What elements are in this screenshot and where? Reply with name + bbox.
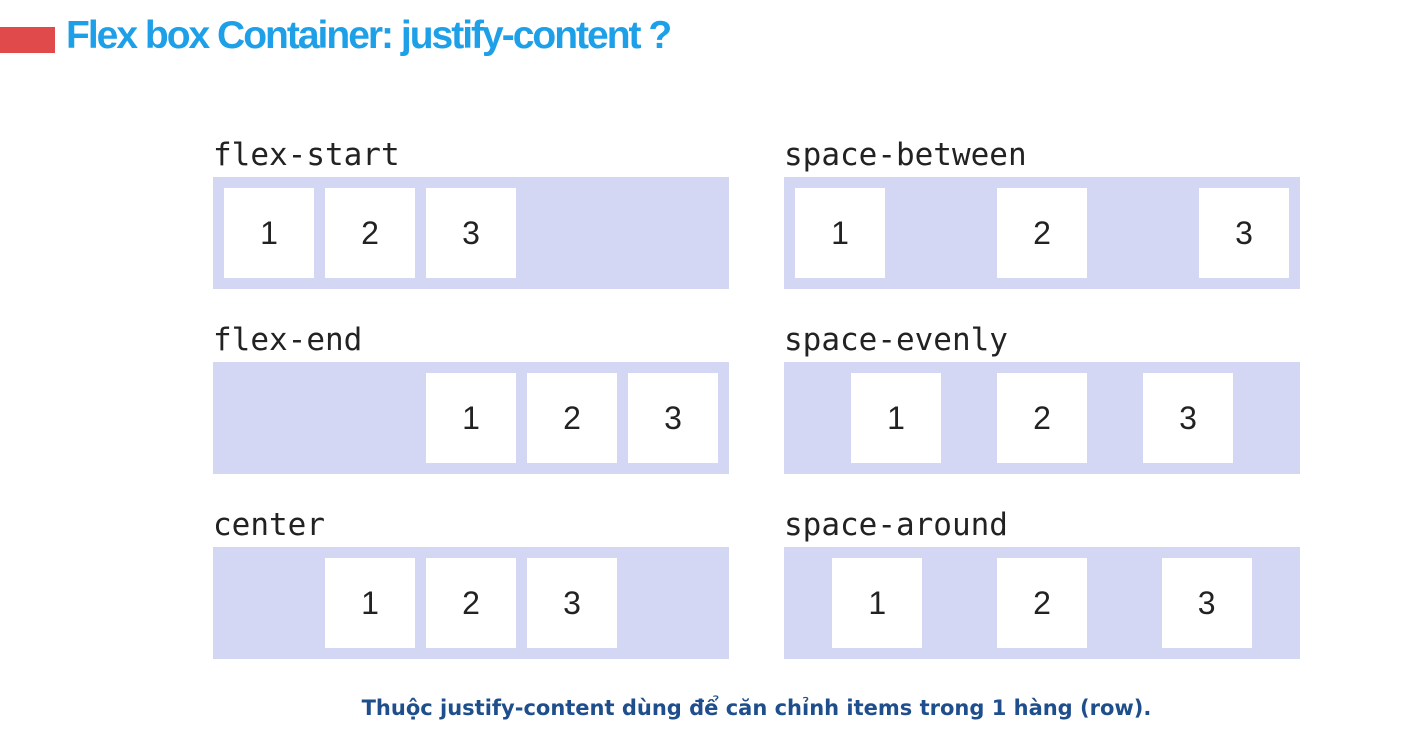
flex-item: 1: [224, 188, 314, 278]
flex-container: 1 2 3: [213, 177, 729, 289]
demo-space-around: space-around 1 2 3: [784, 505, 1300, 659]
title-accent-bar: [0, 27, 55, 53]
flex-item: 3: [426, 188, 516, 278]
demo-space-between: space-between 1 2 3: [784, 135, 1300, 289]
flex-item: 3: [1143, 373, 1233, 463]
flex-item: 2: [426, 558, 516, 648]
flex-item: 1: [325, 558, 415, 648]
caption: Thuộc justify-content dùng để căn chỉnh …: [361, 696, 1152, 720]
flex-item: 2: [997, 373, 1087, 463]
demo-flex-end: flex-end 1 2 3: [213, 320, 729, 474]
flex-item: 2: [997, 188, 1087, 278]
flex-container: 1 2 3: [784, 547, 1300, 659]
flex-item: 3: [1161, 558, 1252, 648]
flex-container: 1 2 3: [784, 362, 1300, 474]
demo-label: flex-start: [213, 137, 400, 173]
page-title: Flex box Container: justify-content ?: [66, 14, 672, 57]
demo-flex-start: flex-start 1 2 3: [213, 135, 729, 289]
flex-item: 1: [851, 373, 941, 463]
flex-item: 2: [527, 373, 617, 463]
demo-space-evenly: space-evenly 1 2 3: [784, 320, 1300, 474]
flex-container: 1 2 3: [213, 362, 729, 474]
demo-label: center: [213, 507, 325, 543]
demo-label: space-around: [784, 507, 1008, 543]
flex-item: 1: [795, 188, 885, 278]
flex-item: 1: [832, 558, 923, 648]
demo-label: space-evenly: [784, 322, 1008, 358]
demo-label: space-between: [784, 137, 1027, 173]
demo-label: flex-end: [213, 322, 363, 358]
flex-item: 3: [527, 558, 617, 648]
flex-item: 2: [996, 558, 1087, 648]
flex-item: 3: [628, 373, 718, 463]
flex-item: 2: [325, 188, 415, 278]
flex-item: 1: [426, 373, 516, 463]
flex-container: 1 2 3: [784, 177, 1300, 289]
demo-center: center 1 2 3: [213, 505, 729, 659]
flex-container: 1 2 3: [213, 547, 729, 659]
flex-item: 3: [1199, 188, 1289, 278]
